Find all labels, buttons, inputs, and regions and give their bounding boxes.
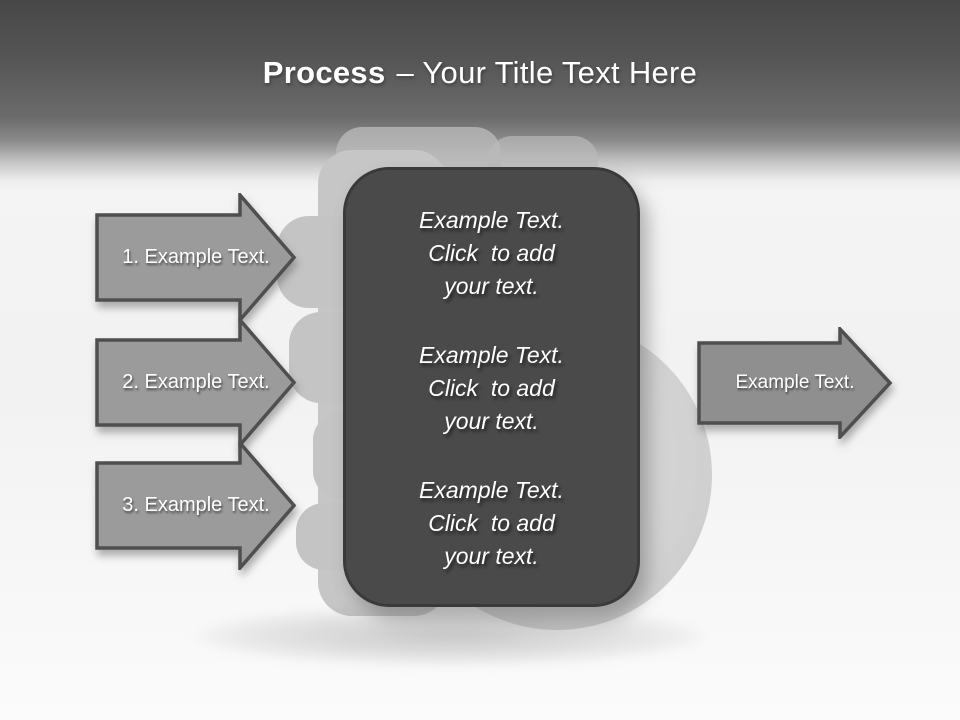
arrow-right-shape	[95, 318, 297, 447]
process-arrow-1[interactable]: 1. Example Text.	[95, 193, 297, 322]
process-arrow-3[interactable]: 3. Example Text.	[95, 441, 297, 570]
output-arrow[interactable]: Example Text.	[697, 327, 893, 439]
page-title[interactable]: Process – Your Title Text Here	[0, 55, 960, 91]
arrow-right-shape	[95, 441, 297, 570]
placeholder-text-block-2[interactable]: Example Text. Click to add your text.	[419, 342, 564, 434]
placeholder-text-block-1[interactable]: Example Text. Click to add your text.	[419, 207, 564, 299]
center-text-box[interactable]: Example Text. Click to add your text. Ex…	[343, 167, 640, 607]
process-arrow-2[interactable]: 2. Example Text.	[95, 318, 297, 447]
ground-shadow	[195, 606, 705, 666]
arrow-right-shape	[95, 193, 297, 322]
arrow-right-shape	[697, 327, 893, 439]
placeholder-text-block-3[interactable]: Example Text. Click to add your text.	[419, 477, 564, 569]
page-title-keyword: Process	[262, 55, 386, 90]
page-title-subtitle: – Your Title Text Here	[396, 55, 698, 90]
